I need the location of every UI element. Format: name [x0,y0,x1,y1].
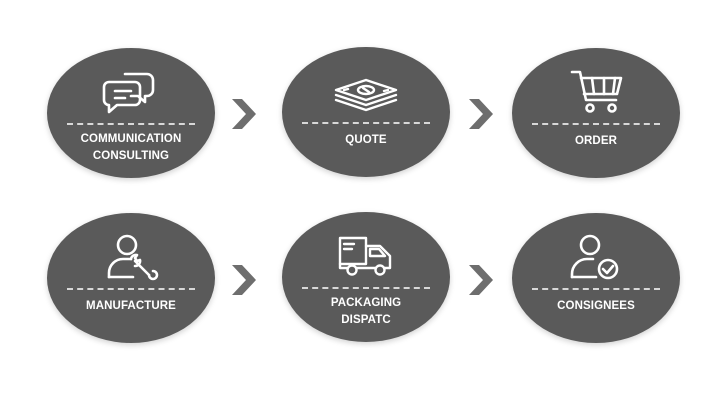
dashed-divider [532,288,660,290]
dashed-divider [67,288,195,290]
chevron-right-icon [463,96,499,132]
chevron-right-icon [463,262,499,298]
step-quote: QUOTE [282,47,450,177]
shopping-cart-icon [570,70,623,113]
step-order: ORDER [512,48,680,178]
step-label: QUOTE [345,134,387,146]
chat-bubbles-icon [102,72,155,114]
dashed-divider [532,123,660,125]
step-packaging-dispatch: PACKAGING DISPATC [282,212,450,342]
dashed-divider [302,122,430,124]
delivery-truck-icon [338,236,392,276]
dashed-divider [67,123,195,125]
worker-wrench-icon [107,234,159,281]
step-manufacture: MANUFACTURE [47,213,215,343]
step-label: CONSIGNEES [557,300,635,312]
step-label: COMMUNICATION CONSULTING [80,133,182,162]
step-communication-consulting: COMMUNICATION CONSULTING [47,48,215,178]
user-check-icon [570,234,619,280]
dashed-divider [302,287,430,289]
step-label: MANUFACTURE [86,300,176,312]
step-label: ORDER [574,135,618,147]
money-stack-icon [334,78,398,112]
chevron-right-icon [226,262,262,298]
step-consignees: CONSIGNEES [512,213,680,343]
step-label: PACKAGING DISPATC [330,297,402,326]
chevron-right-icon [226,96,262,132]
